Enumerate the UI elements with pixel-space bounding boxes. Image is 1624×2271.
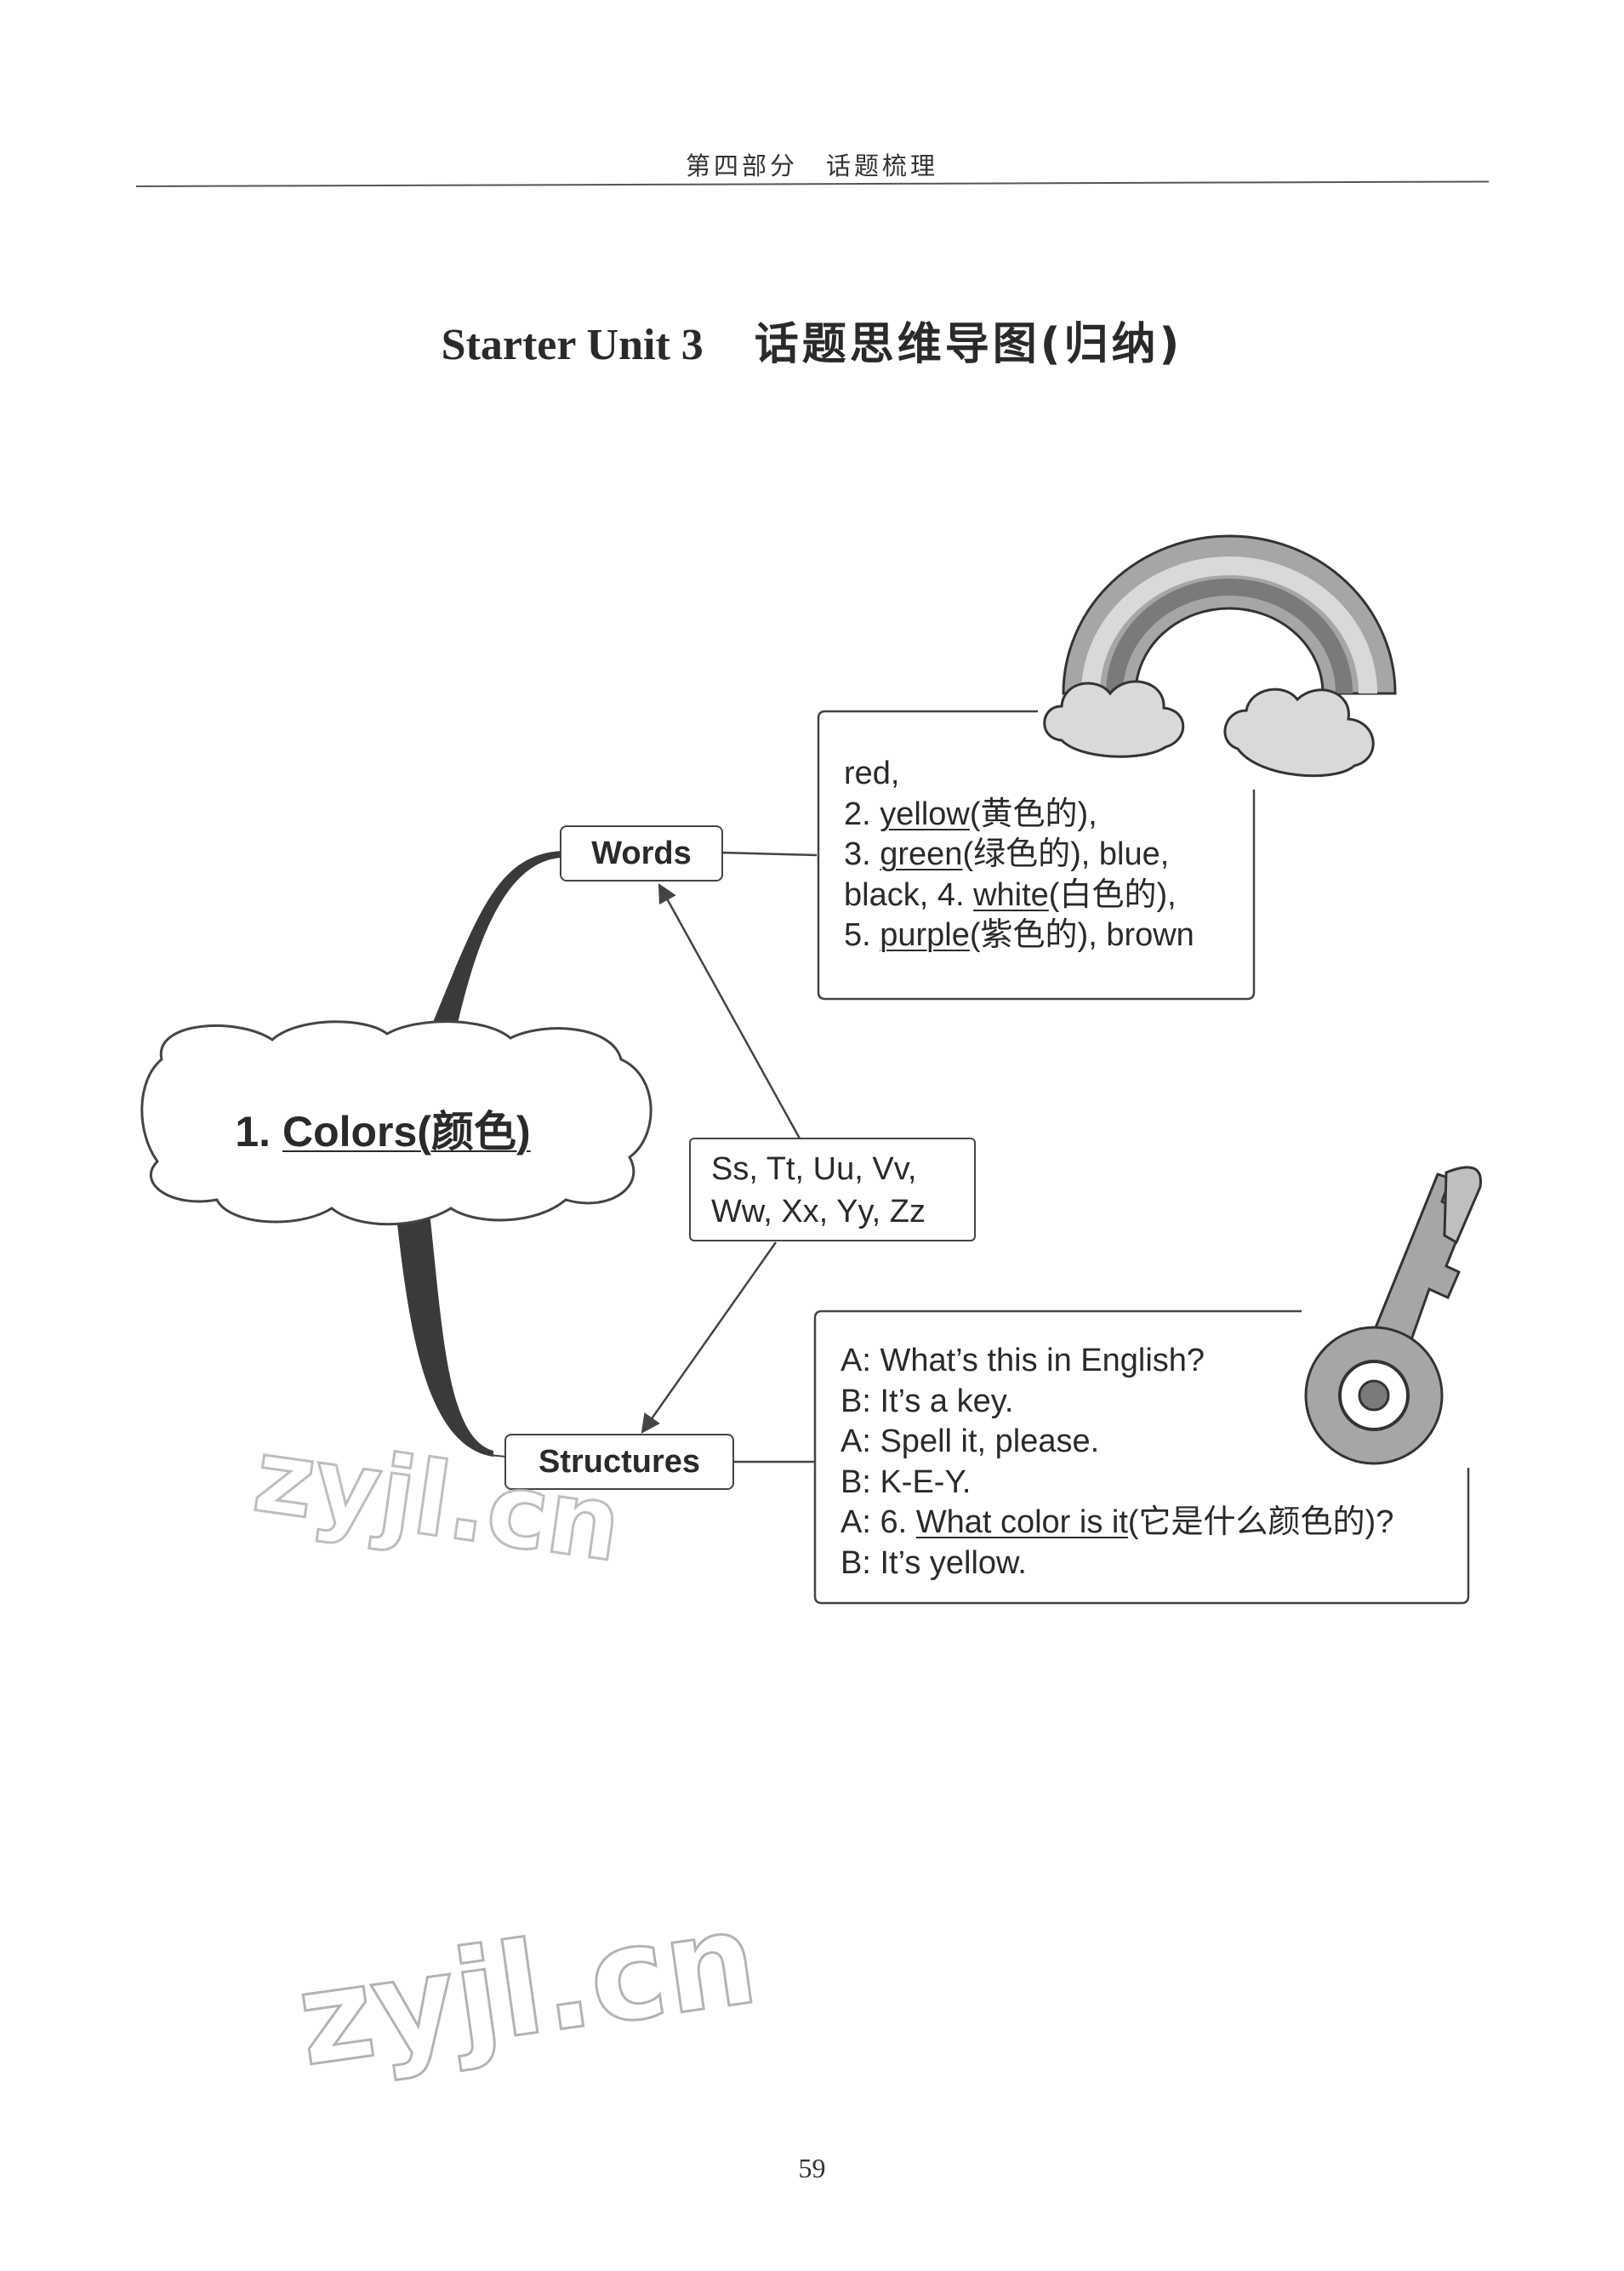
node-structures: Structures [504, 1434, 734, 1490]
title-unit: Starter Unit 3 [441, 321, 704, 369]
words-line-4-suffix: (白色的), [1048, 876, 1177, 913]
center-topic-number: 1. [235, 1108, 282, 1155]
structures-box-border [813, 1310, 1470, 1605]
rainbow-icon [1043, 534, 1397, 778]
arrow-to-structures [641, 1241, 778, 1434]
center-topic-label: Colors(颜色) [282, 1108, 531, 1155]
node-words: Words [560, 825, 723, 882]
answer-what-color: What color is it [915, 1504, 1128, 1540]
letters-box: Ss, Tt, Uu, Vv, Ww, Xx, Yy, Zz [689, 1138, 976, 1241]
words-line-5-prefix: 5. [844, 917, 880, 953]
words-box-border [817, 710, 1256, 1001]
dialogue-line-6: B: It’s yellow. [840, 1544, 1027, 1581]
branch-to-words [421, 851, 561, 1055]
page-header: 第四部分 话题梳理 [685, 151, 938, 180]
dialogue-line-3: A: Spell it, please. [840, 1424, 1100, 1459]
page-number: 59 [798, 2153, 826, 2183]
connector-words [721, 851, 818, 857]
words-line-5-suffix: (紫色的), brown [969, 917, 1194, 953]
dialogue-line-5-suffix: (它是什么颜色的)? [1127, 1504, 1394, 1540]
words-line-4-prefix: black, 4. [844, 876, 974, 913]
letters-line-1: Ss, Tt, Uu, Vv, [711, 1151, 917, 1187]
title-subtitle: 话题思维导图(归纳) [754, 319, 1183, 370]
words-line-3-suffix: (绿色的), blue, [962, 836, 1170, 872]
structures-content: A: What’s this in English? B: It’s a key… [840, 1341, 1393, 1583]
words-line-2-prefix: 2. [844, 796, 880, 832]
center-cloud [140, 1020, 652, 1226]
dialogue-line-1: A: What’s this in English? [840, 1343, 1205, 1378]
answer-purple: purple [880, 917, 970, 953]
dialogue-line-5-prefix: A: 6. [840, 1504, 916, 1540]
letters-line-2: Ww, Xx, Yy, Zz [711, 1194, 926, 1230]
key-icon [1304, 1166, 1482, 1465]
words-content: red, 2. yellow(黄色的), 3. green(绿色的), blue… [844, 754, 1194, 956]
words-line-2: 2. yellow(黄色的), [844, 795, 1194, 836]
branch-to-structures [396, 1208, 493, 1457]
dialogue-line-2: B: It’s a key. [840, 1383, 1014, 1419]
dialogue-line-4: B: K-E-Y. [840, 1464, 972, 1500]
center-topic: 1. Colors(颜色) [153, 1098, 613, 1159]
page-title: Starter Unit 3 话题思维导图(归纳) [0, 308, 1624, 372]
answer-yellow: yellow [880, 796, 970, 832]
words-line-2-suffix: (黄色的), [969, 796, 1097, 832]
answer-white: white [973, 876, 1049, 913]
dialogue-line-5: A: 6. What color is it(它是什么颜色的)? [840, 1503, 1393, 1543]
words-line-1: red, [844, 756, 900, 791]
arrow-to-words [658, 883, 801, 1139]
words-line-3-prefix: 3. [844, 836, 880, 872]
words-line-3: 3. green(绿色的), blue, [844, 835, 1194, 876]
answer-green: green [880, 836, 963, 872]
words-line-4: black, 4. white(白色的), [844, 876, 1194, 916]
words-line-5: 5. purple(紫色的), brown [844, 916, 1194, 956]
